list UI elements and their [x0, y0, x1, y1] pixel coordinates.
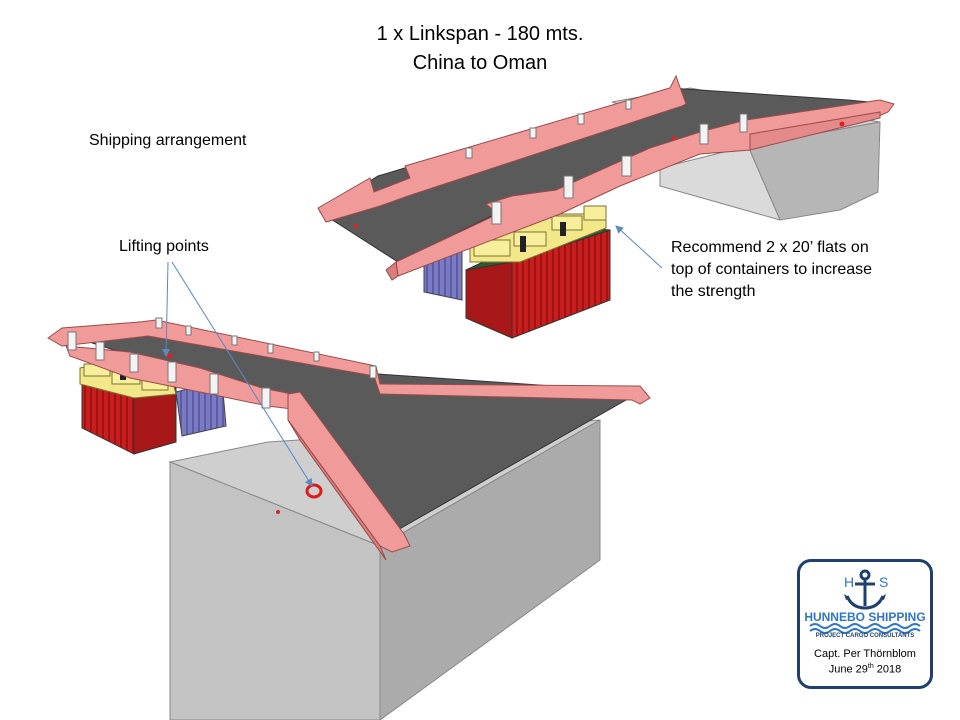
lower-container-red: [81, 383, 177, 455]
lifting-points-arrow-2: [171, 261, 313, 487]
logo-letter-s: S: [879, 574, 889, 590]
upper-bollards: [465, 99, 748, 225]
recommend-arrow: [615, 225, 663, 269]
logo-date-suffix: 2018: [873, 663, 902, 676]
logo-date: June 29th 2018: [800, 663, 930, 676]
upper-flats-yellow: [469, 205, 607, 263]
waves-icon: [809, 623, 921, 634]
lower-bollards: [67, 317, 377, 409]
annotation-arrows: [162, 225, 663, 487]
anchor-icon: [809, 569, 921, 634]
recommend-note: Recommend 2 x 20’ flats on top of contai…: [671, 237, 872, 303]
logo-company-name: HUNNEBO SHIPPING: [804, 610, 926, 624]
logo-author: Capt. Per Thörnblom: [814, 648, 916, 660]
lower-linkspan: [47, 317, 651, 720]
recommend-line-3: the strength: [671, 283, 756, 300]
recommend-line-1: Recommend 2 x 20’ flats on: [671, 239, 869, 256]
lifting-eye: [305, 483, 323, 499]
title-line-2: China to Oman: [412, 52, 548, 74]
lifting-points-label: Lifting points: [119, 238, 209, 255]
shipping-arrangement-label: Shipping arrangement: [89, 132, 247, 149]
upper-linkspan: [317, 74, 895, 339]
recommend-line-2: top of containers to increase: [671, 261, 873, 278]
logo-letter-h: H: [844, 574, 855, 590]
logo-date-prefix: June 29: [828, 663, 868, 676]
lower-deck: [47, 319, 651, 561]
title-line-1: 1 x Linkspan - 180 mts.: [376, 23, 584, 45]
company-logo-card: H S HUNNEBO SHIPPING PROJECT CARGO CONSU…: [797, 559, 933, 689]
logo-tagline: PROJECT CARGO CONSULTANTS: [815, 633, 915, 639]
upper-deck: [317, 74, 895, 281]
logo-date-sup: th: [867, 663, 874, 670]
page-title: 1 x Linkspan - 180 mts. China to Oman: [0, 20, 960, 78]
lifting-points-arrow-1: [162, 261, 171, 357]
